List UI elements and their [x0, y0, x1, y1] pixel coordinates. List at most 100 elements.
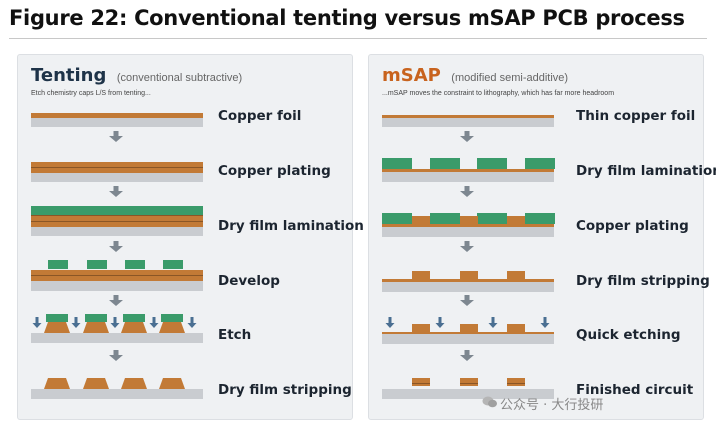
flow-arrow-icon [460, 355, 474, 361]
etched-trace [83, 322, 109, 333]
etchant-arrow [385, 323, 395, 328]
msap-step-label: Thin copper foil [576, 108, 696, 124]
copper-plating-layer [31, 270, 203, 275]
finished-trace [460, 378, 478, 386]
thin-copper-foil-layer [382, 169, 554, 172]
copper-foil-layer [31, 168, 203, 173]
msap-step-label: Quick etching [576, 327, 681, 343]
flow-arrow-icon [109, 246, 123, 252]
copper-foil-layer [31, 113, 203, 118]
etchant-arrow [187, 323, 197, 328]
flow-arrow-icon [464, 350, 470, 355]
substrate-layer [382, 227, 554, 237]
thin-copper-foil-layer [382, 224, 554, 227]
substrate-layer [382, 118, 554, 127]
flow-arrow-icon [109, 300, 123, 306]
copper-plating-layer [31, 216, 203, 221]
etchant-arrow [149, 323, 159, 328]
copper-interface-line [31, 167, 203, 168]
etchant-arrow [488, 323, 498, 328]
title-divider [9, 38, 707, 39]
dry-film-pattern [87, 260, 107, 269]
flow-arrow-icon [460, 136, 474, 142]
plated-copper-trace [412, 216, 430, 224]
flow-arrow-icon [113, 241, 119, 246]
flow-arrow-icon [464, 131, 470, 136]
dry-film-pattern [477, 213, 507, 224]
etchant-arrow [152, 317, 156, 323]
dry-film-layer [31, 206, 203, 215]
dry-film-pattern [85, 314, 107, 322]
plated-copper-trace [460, 271, 478, 279]
figure-title: Figure 22: Conventional tenting versus m… [9, 6, 685, 30]
plated-copper-trace [460, 324, 478, 332]
wechat-icon [482, 396, 497, 408]
copper-plating-layer [31, 162, 203, 167]
tenting-step-label: Dry film lamination [218, 218, 364, 234]
copper-interface-line [31, 215, 203, 216]
dry-film-pattern [123, 314, 145, 322]
dry-film-pattern [430, 213, 460, 224]
msap-step-label: Dry film lamination [576, 163, 716, 179]
substrate-layer [31, 333, 203, 343]
plated-copper-trace [412, 271, 430, 279]
flow-arrow-icon [460, 300, 474, 306]
substrate-layer [31, 281, 203, 291]
flow-arrow-icon [460, 191, 474, 197]
trapezoid-trace [159, 378, 185, 389]
dry-film-pattern [48, 260, 68, 269]
finished-trace [412, 378, 430, 386]
trapezoid-trace [83, 378, 109, 389]
flow-arrow-icon [464, 295, 470, 300]
tenting-step-label: Copper foil [218, 108, 302, 124]
substrate-layer [31, 118, 203, 127]
plated-copper-trace [507, 324, 525, 332]
msap-subtitle: (modified semi-additive) [451, 72, 569, 84]
watermark: 公众号 · 大行投研 [500, 398, 604, 413]
trapezoid-trace [44, 378, 70, 389]
dry-film-pattern [163, 260, 183, 269]
substrate-layer [382, 282, 554, 292]
dry-film-pattern [525, 158, 555, 169]
etchant-arrow [35, 317, 39, 323]
etchant-arrow [543, 317, 547, 323]
tenting-step-label: Dry film stripping [218, 382, 352, 398]
etchant-arrow [438, 317, 442, 323]
dry-film-pattern [46, 314, 68, 322]
copper-interface-line [31, 221, 203, 222]
dry-film-pattern [382, 158, 412, 169]
copper-foil-layer [31, 222, 203, 227]
copper-foil-layer [31, 276, 203, 281]
tenting-header: Tenting (conventional subtractive) [31, 65, 242, 86]
thin-copper-foil-layer [382, 115, 554, 118]
substrate-layer [382, 389, 554, 399]
flow-arrow-icon [464, 186, 470, 191]
dry-film-pattern [125, 260, 145, 269]
flow-arrow-icon [113, 131, 119, 136]
substrate-layer [31, 173, 203, 182]
dry-film-pattern [430, 158, 460, 169]
etchant-arrow [435, 323, 445, 328]
copper-interface-line [31, 275, 203, 276]
flow-arrow-icon [113, 350, 119, 355]
dry-film-pattern [161, 314, 183, 322]
flow-arrow-icon [460, 246, 474, 252]
trapezoid-trace [121, 378, 147, 389]
etchant-arrow [388, 317, 392, 323]
substrate-layer [382, 172, 554, 182]
copper-interface-line [460, 383, 478, 384]
etched-trace [159, 322, 185, 333]
substrate-layer [382, 334, 554, 344]
plated-copper-trace [507, 271, 525, 279]
flow-arrow-icon [109, 355, 123, 361]
plated-copper-trace [507, 216, 525, 224]
tenting-step-label: Develop [218, 273, 280, 289]
thin-copper-foil-layer [382, 279, 554, 282]
etchant-arrow [491, 317, 495, 323]
flow-arrow-icon [109, 191, 123, 197]
msap-step-label: Finished circuit [576, 382, 694, 398]
dry-film-pattern [477, 158, 507, 169]
substrate-layer [31, 389, 203, 399]
copper-interface-line [507, 383, 525, 384]
